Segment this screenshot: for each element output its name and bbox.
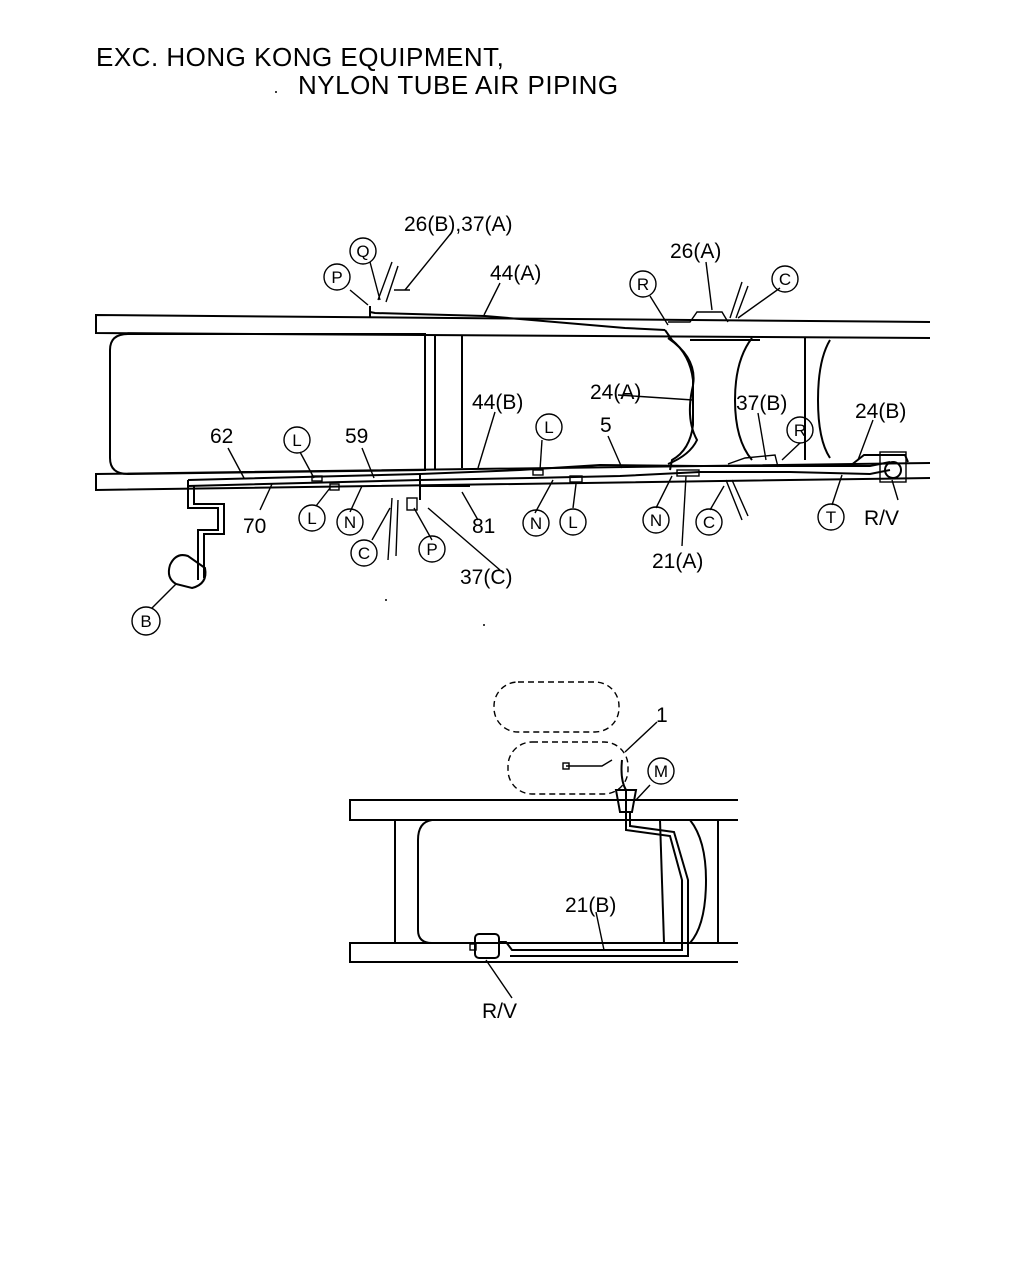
callout-l-1: L [283,426,311,454]
label-44a: 44(A) [490,262,541,285]
label-26b-37a: 26(B),37(A) [404,213,513,236]
callout-n-1: N [336,508,364,536]
bottom-frame [349,799,738,963]
callout-l-3: L [298,504,326,532]
title-line-1: EXC. HONG KONG EQUIPMENT, [96,42,505,72]
callout-b: B [131,606,161,636]
callout-c-right: C [695,508,723,536]
callout-n-2: N [522,509,550,537]
svg-text:M: M [654,762,668,781]
svg-text:L: L [544,418,553,437]
label-rv-top: R/V [864,507,899,530]
callout-p-bottom: P [418,535,446,563]
svg-text:C: C [358,544,370,563]
svg-text:P: P [426,540,437,559]
top-pipes [167,91,909,626]
label-5: 5 [600,414,612,437]
callout-q: Q [349,237,377,265]
top-leaders [151,231,899,609]
svg-text:T: T [826,508,836,527]
svg-text:L: L [568,513,577,532]
label-21b: 21(B) [565,894,616,917]
svg-text:N: N [650,511,662,530]
label-21a: 21(A) [652,550,703,573]
svg-text:Q: Q [356,242,369,261]
label-37b: 37(B) [736,392,787,415]
label-1: 1 [656,704,668,727]
callout-t: T [817,503,845,531]
callout-p-top: P [323,263,351,291]
callout-r-top: R [629,270,657,298]
svg-text:L: L [292,431,301,450]
label-59: 59 [345,425,368,448]
callout-m: M [647,757,675,785]
svg-text:N: N [530,514,542,533]
label-37c: 37(C) [460,566,513,589]
callout-c-left: C [350,539,378,567]
svg-text:N: N [344,513,356,532]
svg-text:B: B [140,612,151,631]
callout-r-right: R [786,416,814,444]
callout-n-3: N [642,506,670,534]
title-line-2: NYLON TUBE AIR PIPING [298,70,619,100]
svg-text:R: R [794,421,806,440]
callout-c-top: C [771,265,799,293]
label-24b: 24(B) [855,400,906,423]
svg-text:C: C [779,270,791,289]
callout-l-4: L [559,508,587,536]
label-62: 62 [210,425,233,448]
label-24a: 24(A) [590,381,641,404]
bottom-pipes [469,759,689,959]
label-26a: 26(A) [670,240,721,263]
svg-text:P: P [331,268,342,287]
label-70: 70 [243,515,266,538]
air-tanks [493,681,629,795]
callout-l-2: L [535,413,563,441]
bottom-leaders [485,721,658,999]
svg-text:R: R [637,275,649,294]
svg-text:C: C [703,513,715,532]
label-44b: 44(B) [472,391,523,414]
label-rv-bottom: R/V [482,1000,517,1023]
svg-text:L: L [307,509,316,528]
label-81: 81 [472,515,495,538]
